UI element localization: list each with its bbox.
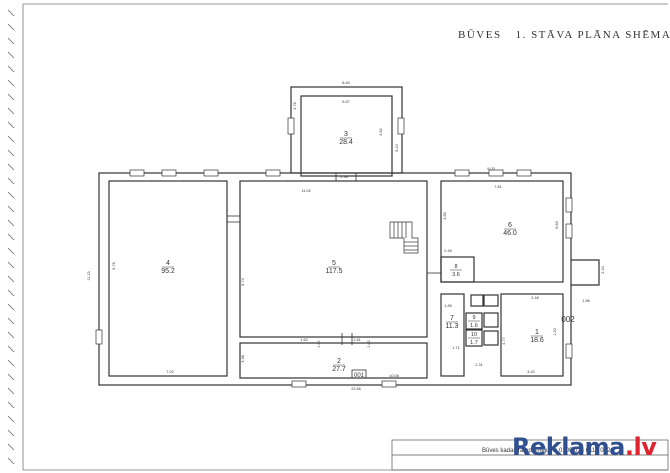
wall-porch xyxy=(571,259,600,286)
entrance-code-label: 001 xyxy=(354,373,365,379)
dimension-d13: 6.76 xyxy=(112,262,116,269)
room-6-area: 46.0 xyxy=(503,230,517,237)
room-10-area: 1.7 xyxy=(470,340,478,346)
dimension-d26: 22.66 xyxy=(351,387,361,391)
room-8-area: 3.6 xyxy=(452,272,460,278)
dimension-d20: 1.61 xyxy=(317,340,321,347)
windows xyxy=(95,117,573,388)
dimension-d4: 4.82 xyxy=(379,128,383,135)
room-3-area: 28.4 xyxy=(339,139,353,146)
dimension-d5: 5.24 xyxy=(395,144,399,151)
room-4-label: 495.2 xyxy=(161,260,175,275)
dimension-d32: 1.20 xyxy=(553,328,557,335)
room-labels: 328.4495.25117.5646.083.6711.391.6101.71… xyxy=(161,131,544,373)
room-10-number: 10 xyxy=(471,332,477,338)
dimension-d6: 2.98 xyxy=(340,175,347,179)
wall-building-outer xyxy=(98,172,572,386)
entrance-code-box xyxy=(351,369,367,379)
wall-room-2 xyxy=(239,342,428,379)
room-9-label: 91.6 xyxy=(468,315,480,329)
wall-wc-9 xyxy=(465,312,483,330)
plan-title: BŪVES 1. STĀVA PLĀNA SHĒMA xyxy=(458,29,670,41)
dimension-d21: 1.61 xyxy=(353,338,360,342)
wall-room-8 xyxy=(440,256,475,283)
room-2-label: 227.7 xyxy=(332,358,346,373)
dimension-d23: 3.38 xyxy=(241,355,245,362)
room-5-number: 5 xyxy=(332,260,336,267)
room-8-label: 83.6 xyxy=(450,264,462,278)
wall-room-4 xyxy=(108,180,228,377)
dimension-d27: 2.31 xyxy=(475,363,482,367)
staircase xyxy=(389,221,419,254)
dimension-d28: 3.42 xyxy=(527,370,534,374)
wall-wc-10 xyxy=(465,329,483,347)
dimension-d31: 1.71 xyxy=(452,346,459,350)
dimension-d29: 4.77 xyxy=(502,337,506,344)
room-2-area: 27.7 xyxy=(332,366,346,373)
dimension-d14: 6.74 xyxy=(241,278,245,285)
dimension-d22: 1.62 xyxy=(367,340,371,347)
dimension-d8: 9.03 xyxy=(487,167,494,171)
dimension-d7: 11.04 xyxy=(301,189,310,193)
room-6-number: 6 xyxy=(508,222,512,229)
room-4-area: 95.2 xyxy=(161,268,175,275)
room-7-area: 11.3 xyxy=(445,323,458,330)
dimension-d18: 2.48 xyxy=(531,296,538,300)
room-5-area: 117.5 xyxy=(326,268,343,275)
room-1-area: 18.6 xyxy=(530,337,544,344)
wall-room-1 xyxy=(500,293,564,377)
dimension-d2: 5.67 xyxy=(342,100,349,104)
dimension-d10: 4.82 xyxy=(443,212,447,219)
room-8-number: 8 xyxy=(454,264,457,270)
room-9-number: 9 xyxy=(472,315,475,321)
reklama-watermark: Reklama.lv xyxy=(512,433,657,461)
dimension-d24: 10.08 xyxy=(389,374,399,378)
title-floor-plan: 1. STĀVA PLĀNA SHĒMA xyxy=(515,29,670,41)
wall-room-7 xyxy=(440,293,465,377)
title-word-buildings: BŪVES xyxy=(458,29,502,41)
dimension-d1: 6.40 xyxy=(342,81,349,85)
stamp-block xyxy=(391,439,669,471)
dimension-d11: 6.83 xyxy=(555,221,559,228)
wall-wc-d xyxy=(483,330,499,346)
wall-wc-c xyxy=(483,312,499,328)
room-4-number: 4 xyxy=(166,260,170,267)
wall-room-5 xyxy=(239,180,428,338)
corridor-code-label: 002 xyxy=(561,315,575,324)
stamp-text: Būves kadastra apzīmējums 0100 014 0117 … xyxy=(482,448,611,454)
room-7-number: 7 xyxy=(450,315,454,322)
dimension-d17: 1.86 xyxy=(582,299,589,303)
room-2-number: 2 xyxy=(337,358,341,365)
wall-wc-a xyxy=(470,294,484,307)
dimension-labels: 6.40 5.67 4.76 4.82 5.24 2.98 11.04 9.03 7.81 4.8… xyxy=(87,81,605,391)
walls xyxy=(98,86,600,386)
dimension-d12: 11.15 xyxy=(87,271,91,280)
dimension-d30: 1.85 xyxy=(444,304,451,308)
room-1-number: 1 xyxy=(535,329,539,336)
room-7-label: 711.3 xyxy=(445,315,458,330)
dimension-d16: 2.45 xyxy=(444,249,451,253)
dimension-d9: 7.81 xyxy=(494,185,501,189)
room-3-number: 3 xyxy=(344,131,348,138)
dimension-d19: 1.62 xyxy=(300,338,307,342)
room-1-label: 118.6 xyxy=(530,329,544,344)
room-9-area: 1.6 xyxy=(470,323,478,329)
room-6-label: 646.0 xyxy=(503,222,517,237)
binding-margin xyxy=(7,9,15,465)
wall-room-3-inner xyxy=(300,95,393,177)
doors xyxy=(227,173,441,379)
wall-room-6 xyxy=(440,180,564,283)
dimension-d25: 7.02 xyxy=(166,370,173,374)
wall-wc-b xyxy=(483,294,499,307)
room-10-label: 101.7 xyxy=(468,332,480,346)
dimension-d15: 2.44 xyxy=(601,266,605,273)
room-3-label: 328.4 xyxy=(339,131,353,146)
dimension-d3: 4.76 xyxy=(293,102,297,109)
